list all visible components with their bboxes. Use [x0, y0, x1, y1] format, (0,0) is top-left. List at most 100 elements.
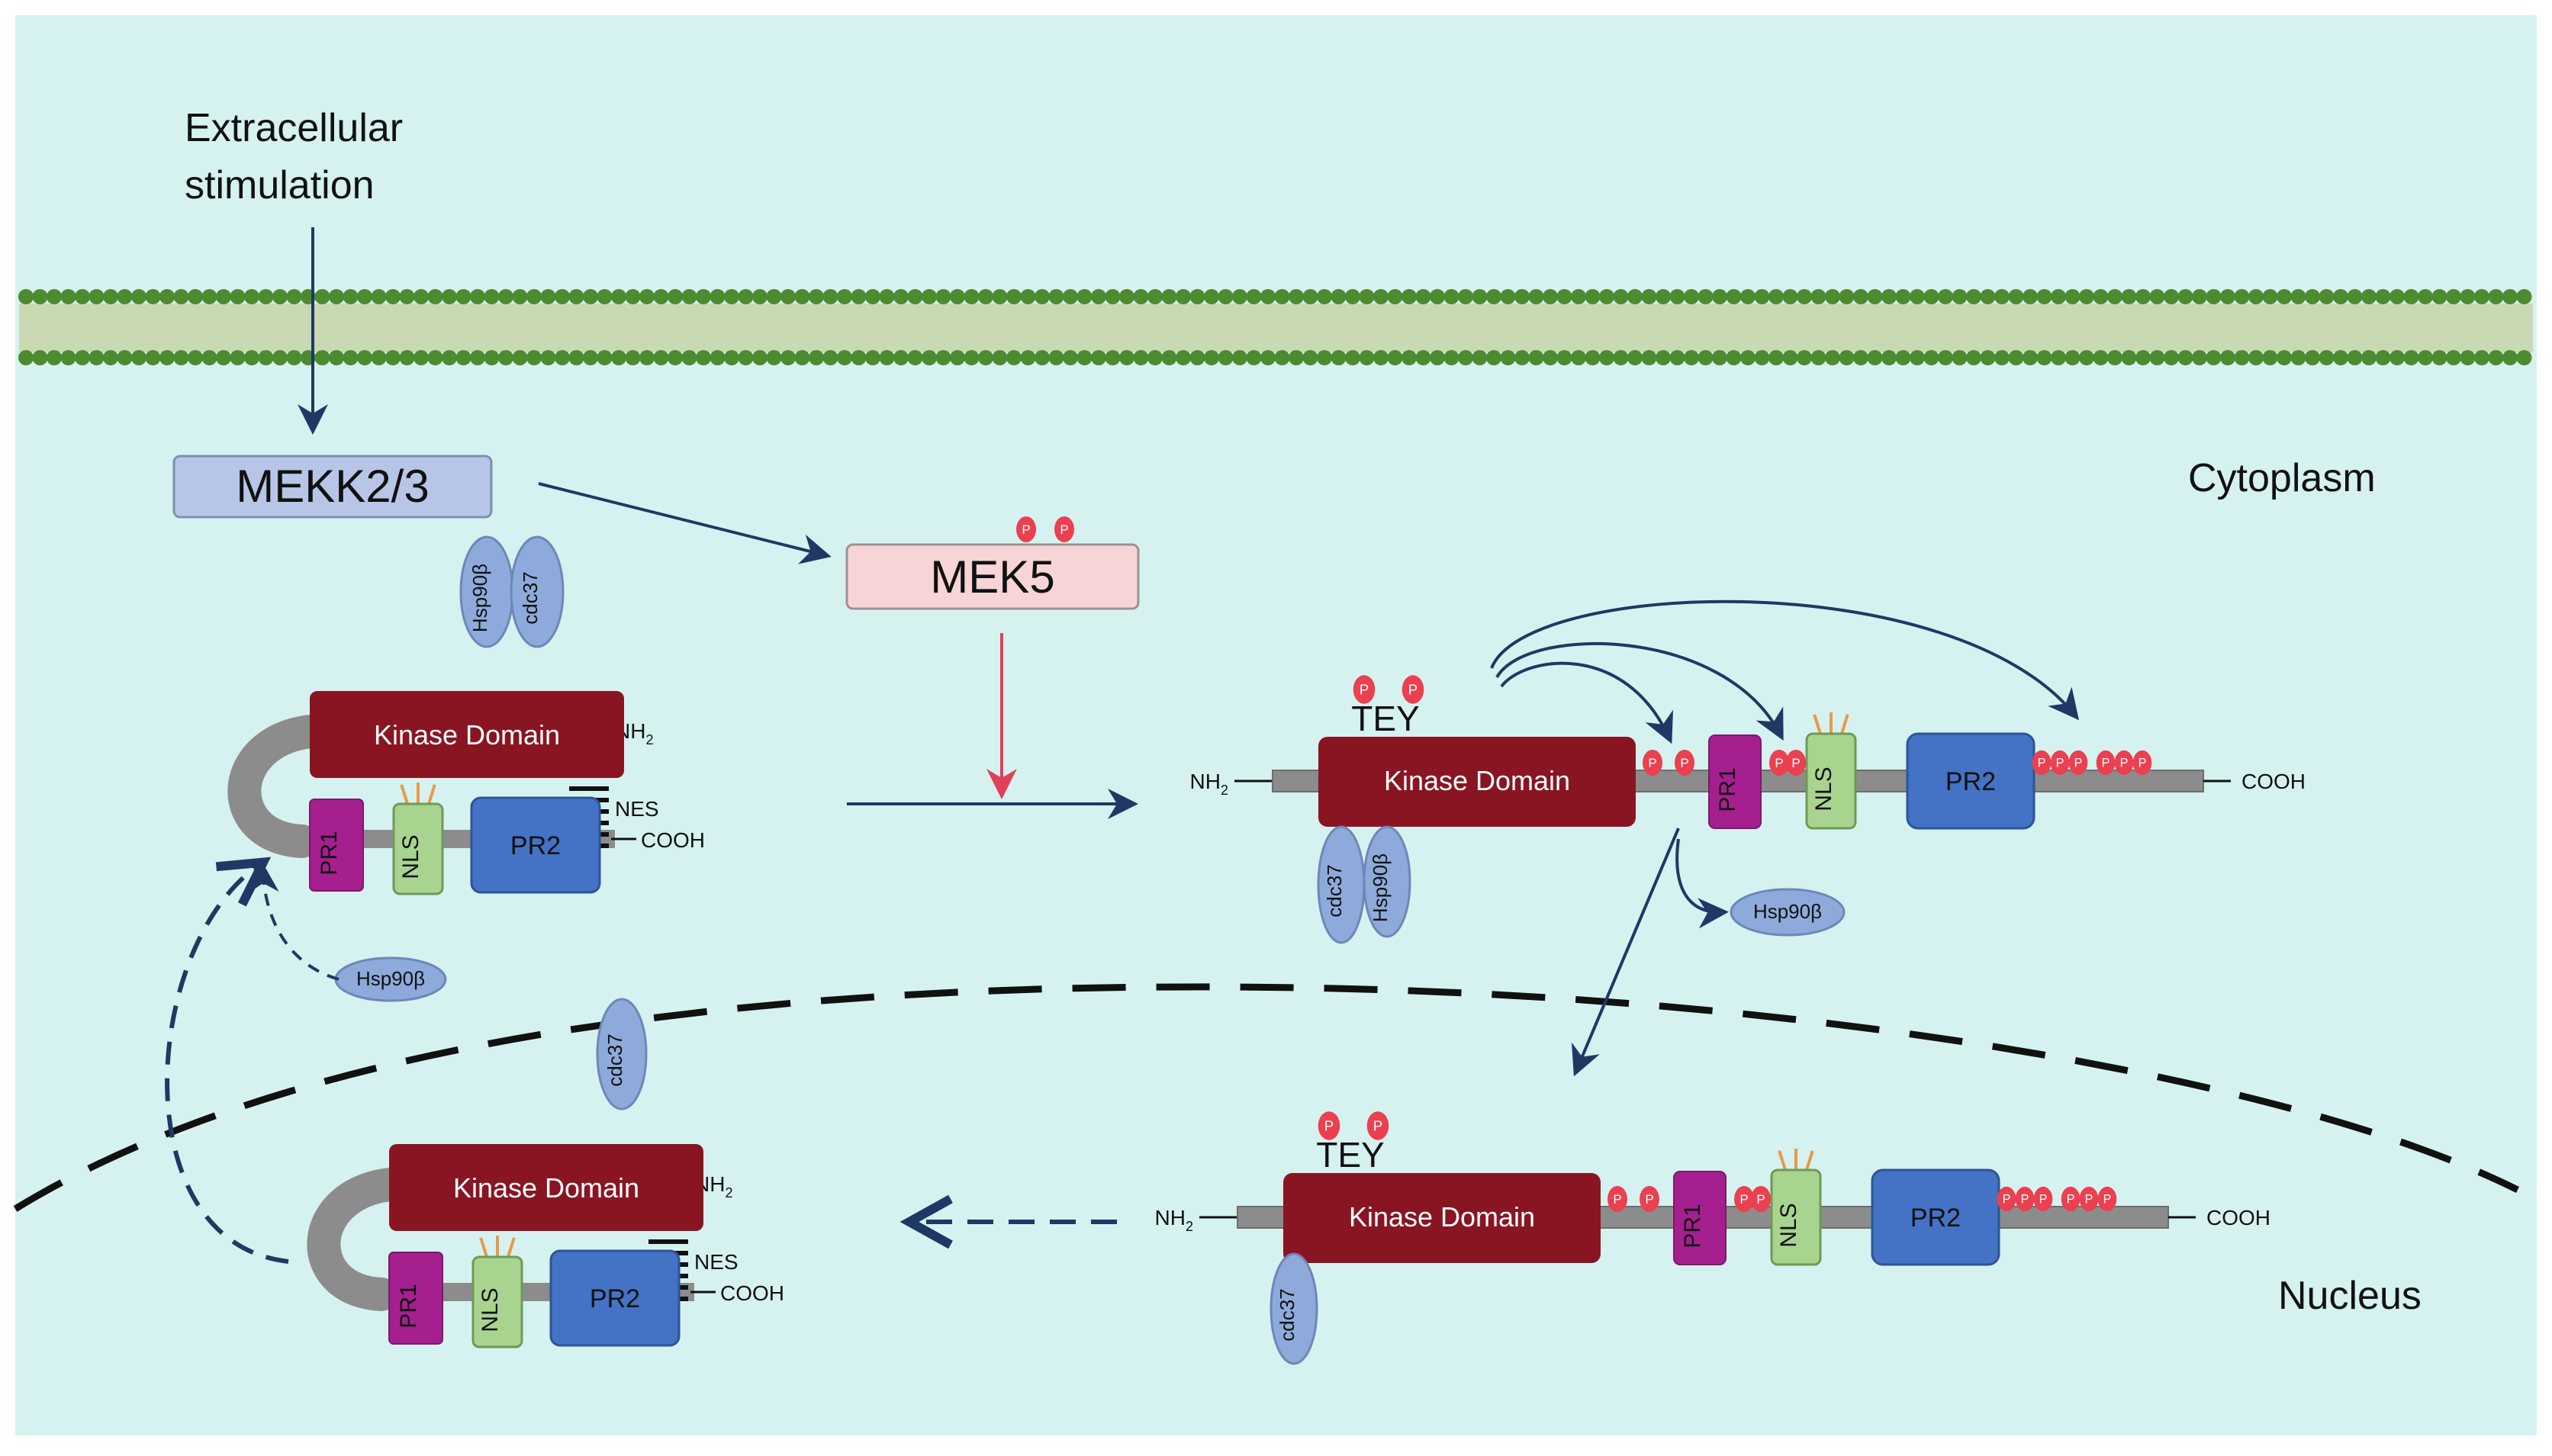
lipid-head	[1373, 350, 1389, 365]
lipid-head	[173, 289, 189, 304]
lipid-head	[1331, 350, 1347, 365]
lipid-head	[1232, 289, 1247, 304]
lipid-head	[201, 350, 217, 365]
phospho-mark: P	[1318, 1111, 1340, 1140]
lipid-head	[60, 350, 76, 365]
lipid-head	[2319, 350, 2335, 365]
lipid-head	[738, 350, 754, 365]
lipid-head	[1500, 350, 1516, 365]
lipid-head	[2248, 289, 2264, 304]
phospho-mark: P	[1643, 750, 1662, 776]
lipid-head	[1176, 289, 1191, 304]
lipid-head	[893, 350, 909, 365]
phospho-dot	[1769, 750, 1789, 776]
lipid-head	[851, 289, 867, 304]
lipid-head	[18, 350, 34, 365]
lipid-head	[639, 289, 655, 304]
lipid-head	[653, 350, 669, 365]
lipid-head	[470, 289, 485, 304]
lipid-head	[2093, 289, 2109, 304]
lipid-head	[470, 350, 485, 365]
lipid-head	[2389, 289, 2405, 304]
lipid-head	[950, 350, 965, 365]
lipid-head	[2262, 289, 2278, 304]
lipid-head	[1317, 289, 1332, 304]
lipid-head	[1289, 350, 1304, 365]
phospho-mark: P	[2097, 1186, 2117, 1212]
nuclear-translocation-arrow	[1571, 828, 1680, 1077]
lipid-head	[2375, 289, 2391, 304]
lipid-head	[2149, 350, 2165, 365]
lipid-head	[343, 289, 359, 304]
lipid-head	[2234, 289, 2250, 304]
lipid-head	[103, 289, 118, 304]
lipid-head	[1627, 350, 1643, 365]
domain-label: PR1	[1680, 1204, 1705, 1248]
lipid-head	[1289, 289, 1304, 304]
lipid-head	[2446, 289, 2461, 304]
lipid-head	[568, 350, 584, 365]
lipid-head	[1528, 289, 1544, 304]
lipid-head	[1443, 350, 1459, 365]
lipid-head	[2064, 289, 2081, 304]
lipid-head	[907, 350, 923, 365]
phospho-mark: P	[2096, 750, 2116, 776]
lipid-head	[414, 289, 429, 304]
phospho-label: P	[2138, 757, 2147, 770]
lipid-head	[1810, 350, 1826, 365]
lipid-head	[1782, 350, 1798, 365]
lipid-head	[1627, 289, 1643, 304]
lipid-head	[2277, 289, 2292, 304]
cdc37-chaperone: cdc37	[1317, 825, 1366, 944]
lipid-head	[1204, 289, 1219, 304]
cdc37-chaperone: cdc37	[510, 535, 565, 648]
lipid-head	[2277, 350, 2292, 365]
phospho-label: P	[2056, 757, 2064, 770]
lipid-head	[1881, 289, 1897, 304]
hsp90-rebind-arrow	[248, 862, 340, 981]
lipid-head	[992, 350, 1008, 365]
hsp90-chaperone: Hsp90β	[334, 956, 447, 1002]
pr1-domain	[1708, 734, 1762, 829]
phospho-label: P	[1373, 1118, 1382, 1134]
lipid-head	[1952, 350, 1968, 365]
lipid-head	[1910, 289, 1925, 304]
tey-motif-label: TEY	[1316, 1135, 1384, 1175]
lipid-head	[1853, 289, 1868, 304]
lipid-head	[2192, 289, 2207, 304]
lipid-head	[1740, 289, 1756, 304]
nh2-label: NH2	[1190, 770, 1228, 798]
cooh-label: COOH	[720, 1281, 784, 1305]
lipid-head	[696, 350, 711, 365]
lipid-head	[2502, 350, 2518, 365]
lipid-head	[2248, 350, 2264, 365]
lipid-head	[583, 350, 598, 365]
pr2-domain	[470, 796, 601, 894]
nls-ray	[507, 1237, 516, 1258]
lipid-head	[1585, 350, 1601, 365]
lipid-head	[2488, 350, 2504, 365]
domain-label: NLS	[1811, 767, 1836, 811]
lipid-head	[1910, 350, 1925, 365]
lipid-head	[484, 289, 500, 304]
phospho-dot	[2132, 750, 2152, 776]
chaperone-label: Hsp90β	[1753, 900, 1822, 923]
lipid-head	[2375, 350, 2391, 365]
lipid-head	[188, 289, 203, 304]
lipid-head	[837, 289, 852, 304]
lipid-head	[1091, 289, 1106, 304]
lipid-head	[1825, 350, 1840, 365]
lipid-head	[978, 350, 993, 365]
hsp90-release-arrow	[1675, 838, 1729, 929]
phospho-label: P	[2102, 757, 2110, 770]
nh2-subscript: 2	[1186, 1219, 1193, 1234]
phospho-dot	[1016, 516, 1036, 542]
lipid-head	[2164, 350, 2179, 365]
chaperone-label: Hsp90β	[468, 564, 491, 632]
phospho-dot	[1607, 1186, 1627, 1212]
lipid-head	[32, 289, 48, 304]
lipid-head	[668, 350, 683, 365]
phospho-mark: P	[2015, 1186, 2035, 1212]
lipid-head	[272, 289, 288, 304]
lipid-head	[1712, 350, 1727, 365]
